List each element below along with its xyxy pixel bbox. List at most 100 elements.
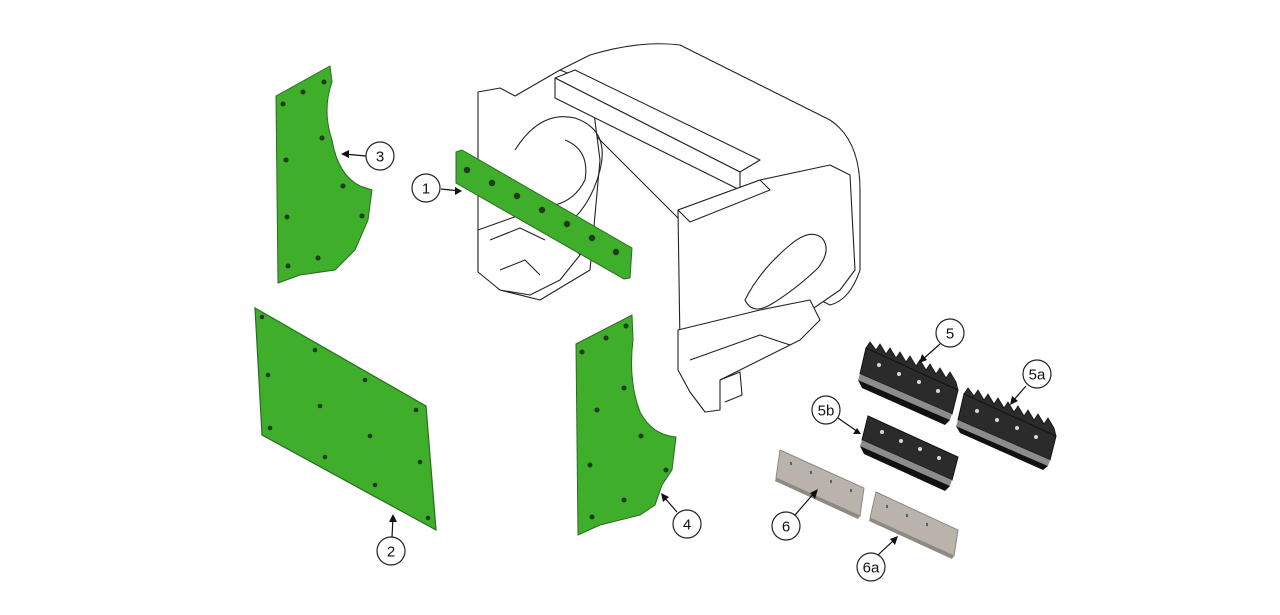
cutter-housing	[477, 43, 861, 413]
bolt-hole	[563, 220, 571, 228]
bolt-hole	[937, 456, 941, 460]
bolt-hole	[612, 248, 620, 256]
callout-label: 4	[683, 517, 691, 534]
bolt-hole	[280, 101, 286, 107]
bolt-hole	[267, 425, 273, 431]
bolt-slot	[850, 489, 852, 492]
bolt-hole	[367, 433, 373, 439]
bolt-hole	[265, 372, 271, 378]
leader-line	[837, 417, 859, 433]
callout-3: 3	[341, 141, 395, 171]
bolt-hole	[880, 430, 884, 434]
bolt-hole	[897, 372, 901, 376]
callout-4: 4	[661, 493, 702, 539]
callout-circle	[672, 509, 702, 539]
callout-label: 2	[387, 544, 395, 561]
callout-circle	[811, 395, 841, 425]
part-5-serrated-blade	[858, 341, 959, 425]
bolt-hole	[538, 206, 546, 214]
bolt-hole	[638, 433, 644, 439]
bolt-hole	[995, 418, 999, 422]
bolt-hole	[284, 214, 290, 220]
inner-curve-left	[554, 139, 587, 206]
bolt-hole	[513, 192, 521, 200]
front-plate-top-lip	[677, 179, 771, 223]
arrow-head	[810, 489, 818, 499]
arrow-head	[1010, 396, 1018, 405]
callout-6a: 6a	[856, 536, 898, 582]
arrow-head	[661, 493, 669, 502]
bolt-hole	[621, 385, 627, 391]
blade-5a-bevel	[956, 420, 1050, 466]
callout-circle	[1022, 359, 1052, 389]
part-6-straight-knife	[775, 449, 865, 519]
bolt-hole	[899, 439, 903, 443]
bolt-hole	[312, 347, 318, 353]
callout-2: 2	[376, 514, 406, 566]
blade-5b-shadow	[860, 446, 950, 491]
bolt-hole	[877, 363, 881, 367]
callout-circle	[856, 552, 886, 582]
blade-5-shadow	[858, 380, 950, 425]
front-plate-slot	[744, 233, 827, 310]
bolt-hole	[589, 514, 595, 520]
blade-5-bevel	[858, 374, 952, 420]
left-jaw-detail	[489, 227, 546, 276]
liner-bar-shape	[455, 149, 633, 280]
bolt-hole	[587, 462, 593, 468]
bolt-hole	[319, 135, 325, 141]
bolt-hole	[315, 255, 321, 261]
bolt-hole	[594, 407, 600, 413]
blade-5a-shadow	[956, 426, 1048, 470]
arrow-head	[919, 354, 927, 363]
lower-jaw-detail	[689, 334, 791, 403]
bolt-hole	[579, 349, 585, 355]
left-liner-shape	[275, 65, 373, 284]
arrow-head	[341, 150, 349, 158]
knife-6a-edge	[869, 518, 954, 559]
callout-label: 6	[782, 519, 790, 536]
callout-5b: 5b	[811, 395, 861, 434]
arrow-head	[853, 428, 861, 434]
part-6a-straight-knife-alt	[869, 491, 959, 559]
blade-5b-bevel	[860, 440, 952, 486]
bolt-hole	[603, 335, 609, 341]
bolt-hole	[300, 89, 306, 95]
liner-bar-holes	[463, 166, 620, 256]
bolt-hole	[1034, 435, 1038, 439]
bolt-hole	[463, 166, 471, 174]
callout-label: 5	[946, 326, 954, 343]
callout-label: 1	[422, 181, 430, 198]
callout-circle	[376, 536, 406, 566]
bolt-hole	[621, 497, 627, 503]
callout-1: 1	[411, 173, 462, 203]
part-5a-serrated-blade-alt	[956, 387, 1057, 470]
bolt-hole	[918, 447, 922, 451]
callout-5: 5	[919, 318, 965, 363]
bolt-hole	[588, 234, 596, 242]
part-1-front-liner-bar	[455, 149, 633, 280]
bolt-hole	[317, 403, 323, 409]
knife-6-edge	[775, 478, 860, 519]
bolt-hole	[322, 454, 328, 460]
bolt-hole	[372, 482, 378, 488]
part-2-bottom-liner-plate	[254, 306, 437, 532]
callout-circle	[771, 511, 801, 541]
arrow-head	[890, 536, 898, 545]
arrow-head	[455, 187, 462, 195]
bolt-hole	[321, 79, 327, 85]
bolt-hole	[283, 157, 289, 163]
callout-label: 3	[376, 149, 384, 166]
callout-circle	[411, 173, 441, 203]
callout-5a: 5a	[1010, 359, 1052, 405]
bolt-hole	[975, 409, 979, 413]
bolt-slot	[830, 480, 832, 483]
bolt-hole	[417, 459, 423, 465]
part-4-right-side-liner	[575, 314, 677, 536]
callout-label: 6a	[863, 560, 880, 577]
bolt-hole	[917, 380, 921, 384]
part-3-left-side-liner	[275, 65, 373, 284]
bolt-slot	[810, 471, 812, 474]
